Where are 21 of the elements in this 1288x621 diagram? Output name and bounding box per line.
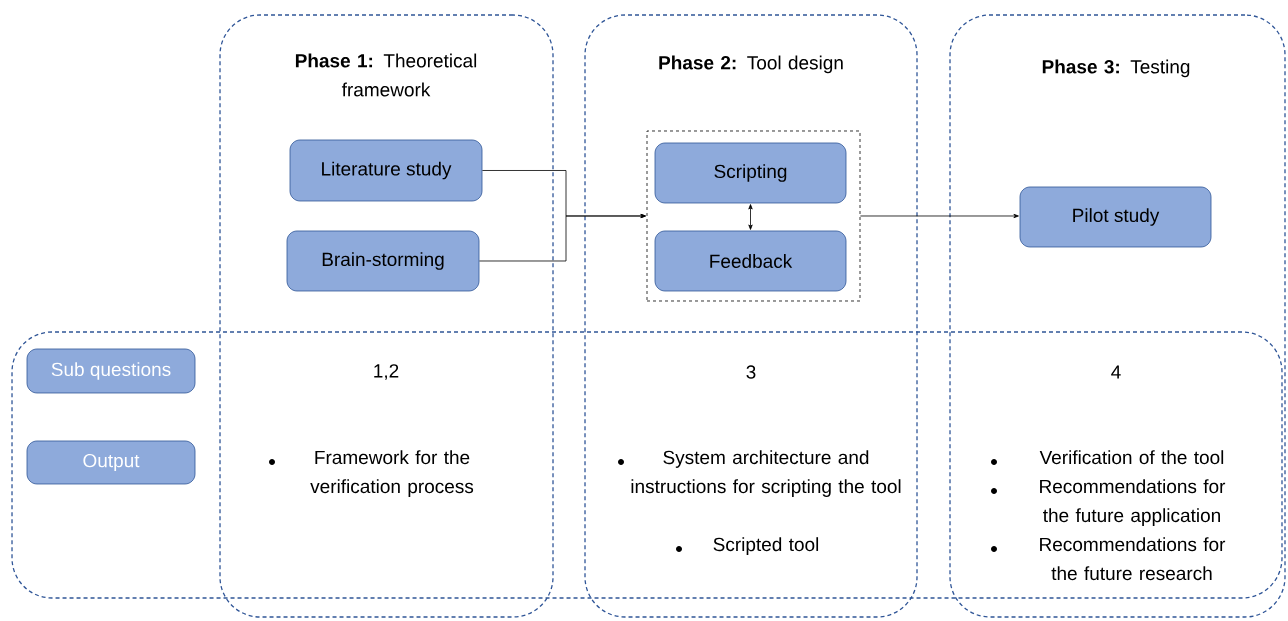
question-number: 1,2	[374, 364, 399, 380]
label-box: Output	[26, 440, 196, 485]
arrow	[479, 213, 646, 262]
process-box: Pilot study	[1019, 186, 1212, 248]
output-item: System architecture and instructions for scripting the tool	[631, 450, 901, 497]
label-box: Sub questions	[26, 348, 196, 394]
row-band	[11, 331, 1283, 599]
output-item: Recommendations for the future research	[1040, 537, 1226, 581]
output-item: Framework for the verification process	[310, 450, 474, 497]
process-box: Feedback	[654, 230, 847, 292]
question-number: 4	[1111, 365, 1121, 379]
group-box	[646, 130, 861, 302]
process-box: Brain-storming	[286, 230, 480, 292]
output-item: Scripted tool	[713, 537, 819, 555]
question-number: 3	[746, 365, 756, 379]
process-box: Literature study	[289, 139, 483, 202]
arrow	[860, 213, 1019, 219]
arrow	[748, 204, 753, 230]
output-item: Recommendations for the future application	[1040, 479, 1226, 526]
process-box: Scripting	[654, 142, 847, 204]
output-item: Verification of the tool	[1039, 450, 1224, 465]
